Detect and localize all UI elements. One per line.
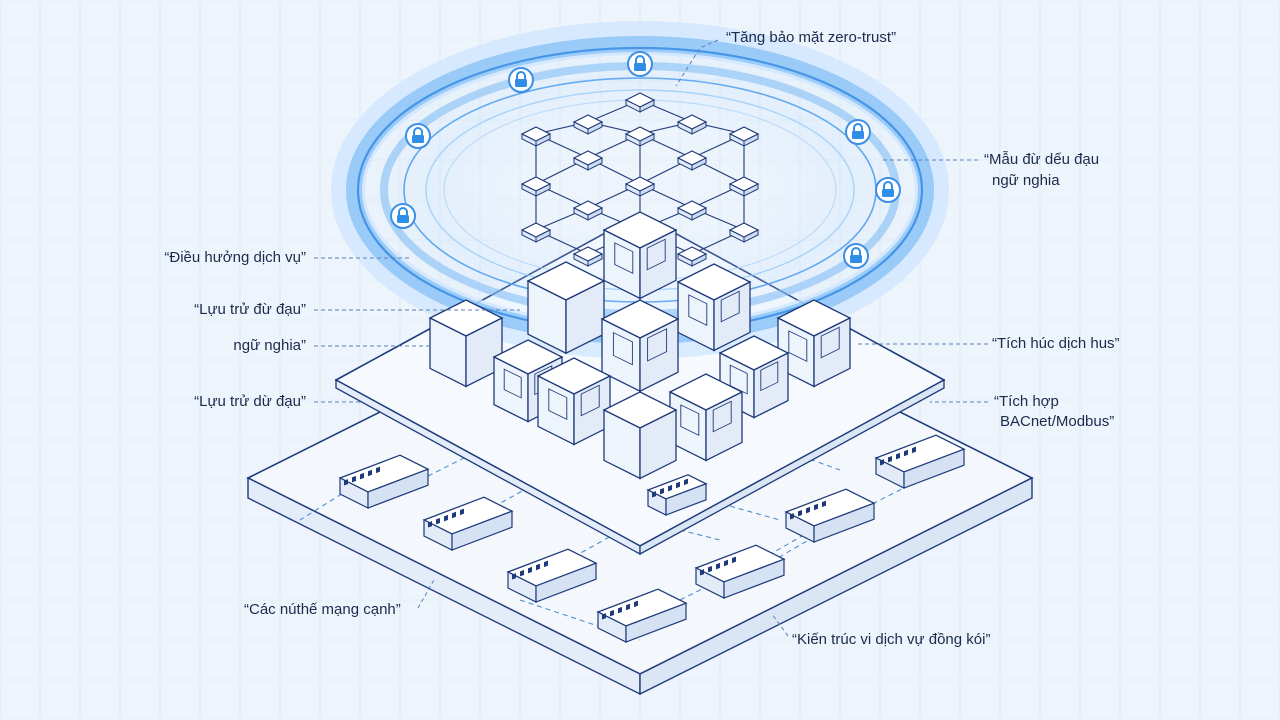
service-cube-icon — [536, 357, 612, 446]
lock-icon — [627, 51, 653, 77]
graph-node-icon — [572, 200, 604, 221]
service-cube-icon — [526, 261, 606, 355]
service-cube-icon — [718, 335, 790, 419]
graph-node-icon — [676, 246, 708, 267]
edge-device-icon — [422, 496, 514, 551]
edge-device-icon — [646, 474, 708, 516]
graph-node-icon — [728, 126, 760, 147]
service-cube-icon — [776, 299, 852, 388]
service-cube-icon — [492, 339, 564, 423]
edge-device-icon — [874, 434, 966, 489]
graph-node-icon — [728, 222, 760, 243]
edge-device-icon — [338, 454, 430, 509]
graph-node-icon — [676, 150, 708, 171]
semantic-graph-nodes — [520, 92, 760, 267]
label-service-routing: “Điều hưởng dịch vụ” — [164, 249, 306, 266]
service-cube-icon — [676, 263, 752, 352]
graph-node-icon — [572, 246, 604, 267]
label-bacnet-line2: BACnet/Modbus” — [1000, 413, 1115, 430]
label-microservices: “Kiến trúc vi dịch vự đồng kói” — [792, 631, 991, 648]
graph-node-icon — [624, 126, 656, 147]
service-cube-icon — [602, 391, 678, 480]
service-cube-icon — [600, 299, 680, 393]
label-bacnet-line1: “Tích hợp — [994, 393, 1059, 410]
security-locks — [390, 51, 901, 269]
label-storage-top: “Lựu trử đừ đạu” — [194, 301, 306, 318]
label-storage-bottom: “Lựu trử dừ đạu” — [194, 393, 306, 410]
callout-leaders — [314, 39, 988, 637]
service-cube-icon — [668, 373, 744, 462]
graph-node-icon — [572, 150, 604, 171]
lock-icon — [405, 123, 431, 149]
edge-devices — [338, 434, 966, 643]
lock-icon — [875, 177, 901, 203]
graph-node-icon — [520, 126, 552, 147]
label-semantic-model-line2: ngữ nghia — [992, 172, 1060, 189]
service-cube-icon — [428, 299, 504, 388]
edge-device-icon — [506, 548, 598, 603]
edge-device-icon — [596, 588, 688, 643]
graph-node-icon — [728, 176, 760, 197]
graph-node-icon — [624, 176, 656, 197]
lock-icon — [843, 243, 869, 269]
lock-icon — [508, 67, 534, 93]
graph-node-icon — [520, 176, 552, 197]
graph-node-icon — [520, 222, 552, 243]
service-cube-icon — [602, 211, 678, 300]
lock-icon — [845, 119, 871, 145]
label-zero-trust: “Tăng bảo mặt zero-trust” — [726, 29, 897, 46]
service-cubes — [428, 211, 852, 480]
edge-device-icon — [784, 488, 876, 543]
label-edge-nodes: “Các núthế mạng cạnh” — [244, 601, 401, 618]
label-semantic-left: ngữ nghia” — [233, 337, 306, 354]
graph-node-icon — [676, 200, 708, 221]
label-semantic-model-line1: “Mẫu đừ dếu đạu — [984, 151, 1100, 168]
edge-device-icon — [694, 544, 786, 599]
graph-node-icon — [624, 92, 656, 113]
graph-node-icon — [572, 114, 604, 135]
lock-icon — [390, 203, 416, 229]
label-service-integration: “Tích húc dịch hus” — [992, 335, 1120, 352]
graph-node-icon — [676, 114, 708, 135]
